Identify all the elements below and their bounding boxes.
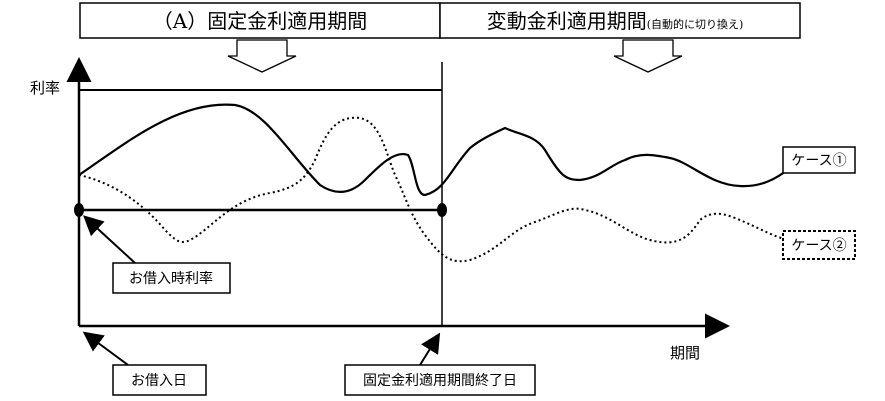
fixed-end-callout-arrow: [419, 332, 441, 366]
variable-period-note: (自動的に切り換え): [647, 17, 744, 31]
variable-period-main: 変動金利適用期間: [487, 9, 647, 33]
case2-legend-box: [782, 230, 856, 260]
initial-rate-callout-label: お借入時利率: [129, 270, 213, 287]
case1-legend-label: ケース①: [791, 153, 846, 169]
borrow-date-callout-box: [112, 364, 207, 396]
y-axis-label: 利率: [30, 79, 60, 97]
fixed-end-callout-box: [344, 364, 536, 396]
fixed-period-label: （A）固定金利適用期間: [153, 9, 367, 33]
case1-legend-box: [782, 146, 856, 174]
variable-period-down-arrow: [613, 39, 683, 73]
initial-rate-start-dot: [74, 203, 84, 217]
case2-legend-label: ケース②: [791, 238, 846, 254]
borrow-date-callout-arrow: [82, 331, 129, 366]
case2-curve: [78, 116, 791, 263]
fixed-period-down-arrow: [227, 39, 297, 73]
fixed-period-header-box: [79, 2, 441, 39]
fixed-end-callout-label: 固定金利適用期間終了日: [363, 372, 517, 389]
x-axis-label: 期間: [670, 344, 700, 362]
borrow-date-callout-label: お借入日: [131, 373, 187, 389]
variable-period-header-box: [439, 2, 801, 39]
initial-rate-callout-arrow: [83, 215, 136, 264]
case1-curve: [78, 103, 791, 197]
initial-rate-callout-box: [112, 262, 231, 294]
initial-rate-end-dot: [437, 203, 447, 217]
header-bar: （A）固定金利適用期間 変動金利適用期間(自動的に切り換え): [79, 2, 801, 39]
variable-period-label: 変動金利適用期間(自動的に切り換え): [487, 9, 744, 33]
